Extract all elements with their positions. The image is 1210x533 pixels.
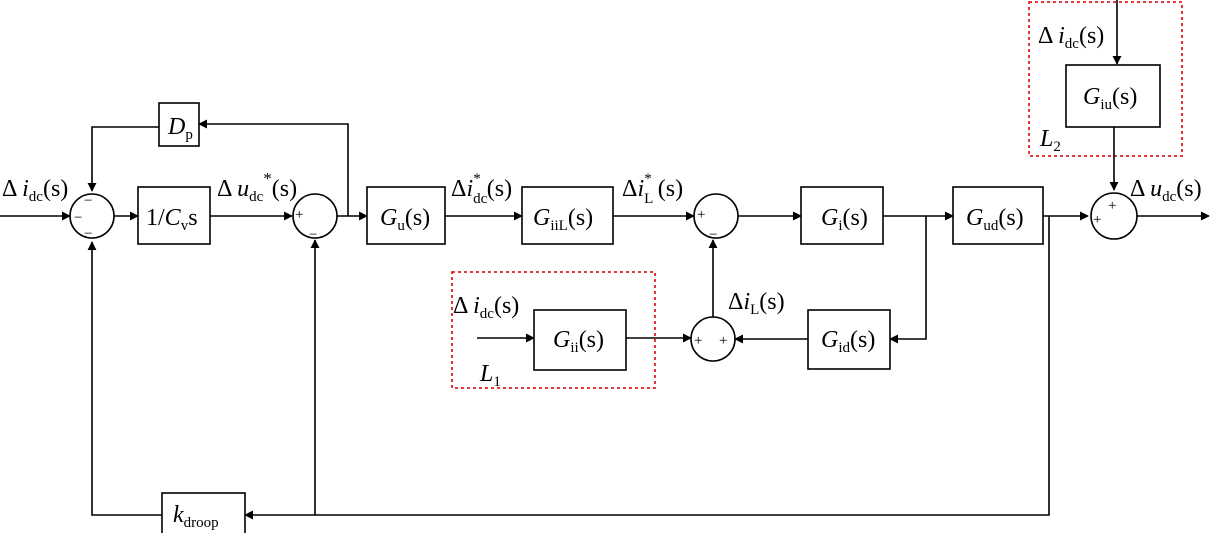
svg-text:Gud(s): Gud(s) [966,205,1024,234]
block-dp: Dp [158,102,200,147]
svg-text:Gi(s): Gi(s) [821,205,868,234]
sum-junction-1: − − − [69,193,115,242]
svg-text:Gid(s): Gid(s) [821,327,875,356]
sign-sj5-left: + [1093,212,1101,228]
block-giil: GiiL(s) [521,186,614,245]
svg-text:Gii(s): Gii(s) [553,327,604,356]
block-giu: Giu(s) [1065,64,1161,128]
sign-sj1-bottom: − [84,226,92,242]
block-gii: Gii(s) [533,309,627,371]
label-loop-l1: L1 [479,361,501,390]
sign-sj4-right: + [719,333,727,349]
block-kdroop: kdroop [161,492,246,533]
sign-sj2-bottom: − [309,227,317,243]
label-l1-idc: Δ idc(s) [453,293,519,322]
label-loop-l2: L2 [1039,126,1061,155]
wire-kdroop-sj1 [87,241,162,516]
svg-text:Gu(s): Gu(s) [380,205,430,234]
sign-sj4-left: + [694,333,702,349]
sum-junction-5: + + [1090,192,1138,240]
block-gi: Gi(s) [800,186,884,245]
block-gid: Gid(s) [807,309,891,370]
block-gud: Gud(s) [952,186,1044,245]
label-il: ΔiL(s) [728,289,785,318]
sign-sj3-left: + [697,207,705,223]
label-output-udc: Δ udc(s) [1130,176,1202,205]
sign-sj3-bottom: − [709,227,717,243]
block-integrator: 1/Cvs [137,186,211,245]
sign-sj5-top: + [1108,198,1116,214]
signal-lines [0,0,1210,520]
svg-text:Dp: Dp [167,114,193,143]
wire-droop-feedback [244,216,1050,520]
loop-l1-region [451,271,656,389]
label-input-idc: Δ idc(s) [2,176,68,205]
wire-dp-feedback [198,119,349,216]
sum-junction-2: + − [292,193,338,243]
label-il-ref: ΔiL*(s) [622,171,683,207]
sum-junction-3: + − [693,193,739,243]
svg-text:kdroop: kdroop [173,502,219,531]
label-idc-ref: Δidc*(s) [451,171,512,207]
label-l2-idc: Δ idc(s) [1038,23,1104,52]
loop-l2-region [1028,1,1183,157]
sum-junction-4: + + [690,316,736,362]
svg-text:1/Cvs: 1/Cvs [146,205,198,234]
svg-text:Giu(s): Giu(s) [1083,84,1137,113]
wire-gid-branch [889,216,927,344]
sign-sj2-left: + [295,207,303,223]
label-udc-ref: Δ udc*(s) [217,169,297,205]
sign-sj1-top: − [84,193,92,209]
svg-text:GiiL(s): GiiL(s) [533,205,593,234]
block-gu: Gu(s) [366,186,446,245]
sign-sj1-left: − [74,210,82,226]
wire-dp-sj1 [87,126,159,192]
